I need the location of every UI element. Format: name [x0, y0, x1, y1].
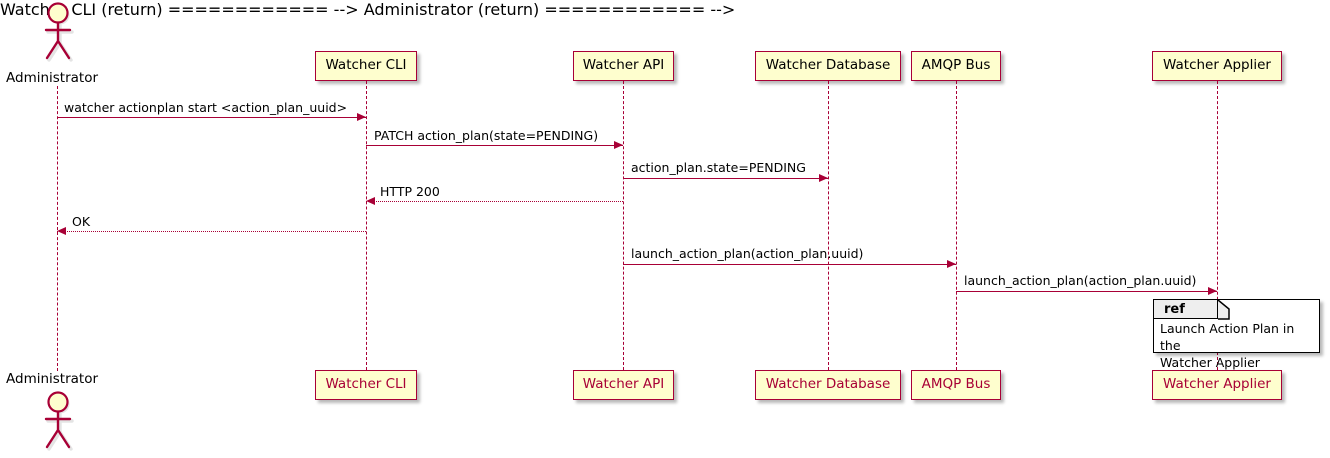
ref-fragment-body: Launch Action Plan in the Watcher Applie… [1160, 321, 1318, 372]
actor-figure [44, 2, 72, 60]
message-arrow-5[interactable] [57, 231, 366, 232]
ref-fragment-tab: ref [1154, 300, 1218, 319]
message-arrowhead-2 [614, 140, 623, 149]
message-label-3: action_plan.state=PENDING [631, 160, 806, 175]
participant-label: Watcher Database [765, 57, 891, 74]
participant-header-watcher-cli[interactable]: Watcher CLI [315, 51, 417, 81]
actor-figure [44, 391, 72, 449]
actor-administrator-top[interactable] [34, 2, 82, 68]
participant-label: Watcher API [582, 57, 665, 74]
message-arrow-3[interactable] [623, 178, 828, 179]
message-arrowhead-6 [947, 259, 956, 268]
message-label-2: PATCH action_plan(state=PENDING) [374, 128, 599, 143]
message-label-7: launch_action_plan(action_plan.uuid) [964, 273, 1197, 288]
participant-label: Watcher Applier [1163, 376, 1271, 393]
participant-header-amqp-bus[interactable]: AMQP Bus [911, 51, 1001, 81]
participant-label: Watcher CLI [325, 57, 407, 74]
message-arrowhead-5 [57, 226, 66, 235]
ref-fragment-tab-label: ref [1164, 301, 1185, 317]
ref-fragment-tab-fold-icon [1217, 300, 1230, 320]
participant-label: Watcher Applier [1163, 57, 1271, 74]
ref-fragment-body-line-2: Watcher Applier [1160, 354, 1260, 370]
message-arrowhead-1 [357, 112, 366, 121]
participant-footer-watcher-applier[interactable]: Watcher Applier [1152, 370, 1282, 400]
message-arrow-4[interactable] [366, 201, 623, 202]
message-arrowhead-4 [366, 196, 375, 205]
participant-footer-watcher-api[interactable]: Watcher API [573, 370, 674, 400]
participant-footer-amqp-bus[interactable]: AMQP Bus [911, 370, 1001, 400]
message-label-5: OK [72, 214, 91, 229]
participant-label: AMQP Bus [921, 376, 991, 393]
message-arrowhead-7 [1208, 286, 1217, 295]
message-arrow-2[interactable] [366, 145, 623, 146]
message-arrow-7[interactable] [956, 291, 1217, 292]
participant-footer-watcher-database[interactable]: Watcher Database [755, 370, 901, 400]
actor-label-administrator-bottom: Administrator [6, 371, 99, 387]
message-arrowhead-3 [819, 173, 828, 182]
participant-label: AMQP Bus [921, 57, 991, 74]
ref-fragment[interactable]: ref Launch Action Plan in the Watcher Ap… [1153, 299, 1320, 370]
lifeline-watcher-database [828, 81, 829, 370]
ref-fragment-body-line-1: Launch Action Plan in the [1160, 321, 1295, 353]
participant-label: Watcher Database [765, 376, 891, 393]
participant-footer-watcher-cli[interactable]: Watcher CLI [315, 370, 417, 400]
participant-header-watcher-api[interactable]: Watcher API [573, 51, 674, 81]
participant-label: Watcher API [582, 376, 665, 393]
participant-header-watcher-applier[interactable]: Watcher Applier [1152, 51, 1282, 81]
participant-label: Watcher CLI [325, 376, 407, 393]
message-label-1: watcher actionplan start <action_plan_uu… [64, 100, 348, 115]
message-label-6: launch_action_plan(action_plan.uuid) [631, 246, 864, 261]
actor-label-administrator-top: Administrator [6, 70, 99, 86]
actor-administrator-bottom[interactable] [34, 390, 82, 458]
lifeline-watcher-cli [366, 81, 367, 370]
lifeline-amqp-bus [956, 81, 957, 370]
message-arrow-6[interactable] [623, 264, 956, 265]
message-arrow-1[interactable] [57, 117, 366, 118]
message-label-4: HTTP 200 [380, 184, 440, 199]
lifeline-watcher-api [623, 81, 624, 370]
lifeline-watcher-applier [1217, 81, 1218, 370]
participant-header-watcher-database[interactable]: Watcher Database [755, 51, 901, 81]
